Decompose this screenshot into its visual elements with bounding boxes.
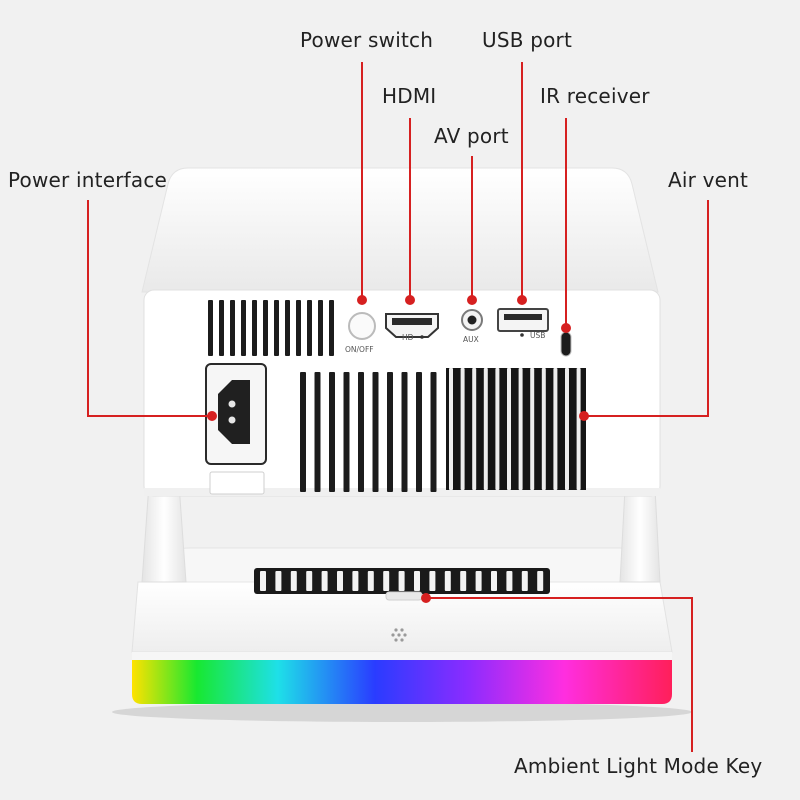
vent-slat (576, 368, 581, 490)
air-vent (446, 368, 586, 490)
vent-slat (329, 300, 334, 356)
power-switch-button[interactable] (348, 312, 376, 340)
speaker-holes-icon (391, 628, 407, 642)
label-power-interface: Power interface (8, 168, 168, 192)
on-off-mark: ON/OFF (345, 345, 374, 354)
label-air-vent: Air vent (668, 168, 749, 192)
lower-vent (300, 372, 437, 492)
vent-slat (274, 300, 279, 356)
label-power-switch: Power switch (300, 28, 434, 52)
vent-slat (475, 571, 482, 591)
vent-slat (398, 571, 405, 591)
vent-slat (263, 300, 268, 356)
vent-slat (387, 372, 393, 492)
vent-slat (307, 300, 312, 356)
vent-slat (444, 571, 451, 591)
vent-slat (401, 372, 408, 492)
label-usb-port: USB port (482, 28, 573, 52)
hd-mark: HD (402, 333, 414, 342)
vent-slat (537, 571, 544, 591)
vent-slat (343, 372, 350, 492)
vent-slat (260, 571, 266, 591)
vent-slat (241, 300, 246, 356)
vent-slat (472, 368, 477, 490)
aux-mark: AUX (463, 335, 479, 344)
vent-slat (219, 300, 224, 356)
vent-slat (285, 300, 290, 356)
vent-slat (252, 300, 257, 356)
vent-slat (383, 571, 390, 591)
vent-slat (337, 571, 343, 591)
vent-slat (506, 571, 513, 591)
vent-slat (367, 571, 374, 591)
rgb-light-strip (132, 660, 672, 704)
vent-slat (483, 368, 488, 490)
av-port (461, 309, 483, 331)
vent-slat (275, 571, 282, 591)
ground-shadow (112, 702, 692, 722)
vent-slat (530, 368, 535, 490)
vent-slat (518, 368, 523, 490)
vent-slat (290, 571, 297, 591)
vent-slat (314, 372, 321, 492)
power-interface (205, 363, 267, 495)
vent-slat (430, 372, 437, 492)
vent-slat (416, 372, 422, 492)
vent-slat (565, 368, 569, 490)
vent-slat (352, 571, 359, 591)
label-ir-receiver: IR receiver (540, 84, 650, 108)
vent-slat (296, 300, 301, 356)
vent-slat (553, 368, 558, 490)
label-hdmi: HDMI (382, 84, 437, 108)
vent-slat (306, 571, 313, 591)
vent-slat (318, 300, 323, 356)
left-vent (208, 300, 334, 356)
label-ambient-light-key: Ambient Light Mode Key (514, 754, 763, 778)
vent-slat (507, 368, 511, 490)
ir-receiver (560, 331, 572, 357)
vent-slat (460, 571, 467, 591)
vent-slat (329, 372, 335, 492)
stand-base (131, 547, 673, 704)
vent-slat (372, 372, 379, 492)
vent-slat (358, 372, 364, 492)
hdmi-port (385, 313, 439, 339)
usb-mark: USB (530, 331, 545, 340)
vent-slat (300, 372, 306, 492)
vent-slat (429, 571, 436, 591)
projector-top (141, 167, 659, 293)
vent-slat (208, 300, 213, 356)
vent-slat (321, 571, 328, 591)
vent-slat (521, 571, 528, 591)
label-av-port: AV port (434, 124, 509, 148)
usb-port (497, 308, 549, 337)
vent-slat (460, 368, 465, 490)
leader-markers (207, 295, 589, 603)
leader-lines (87, 62, 709, 752)
vent-slat (230, 300, 235, 356)
vent-slat (491, 571, 497, 591)
base-vent (254, 568, 550, 594)
vent-slat (414, 571, 420, 591)
ambient-light-key[interactable] (385, 591, 423, 601)
vent-slat (541, 368, 546, 490)
vent-slat (449, 368, 453, 490)
vent-slat (495, 368, 500, 490)
